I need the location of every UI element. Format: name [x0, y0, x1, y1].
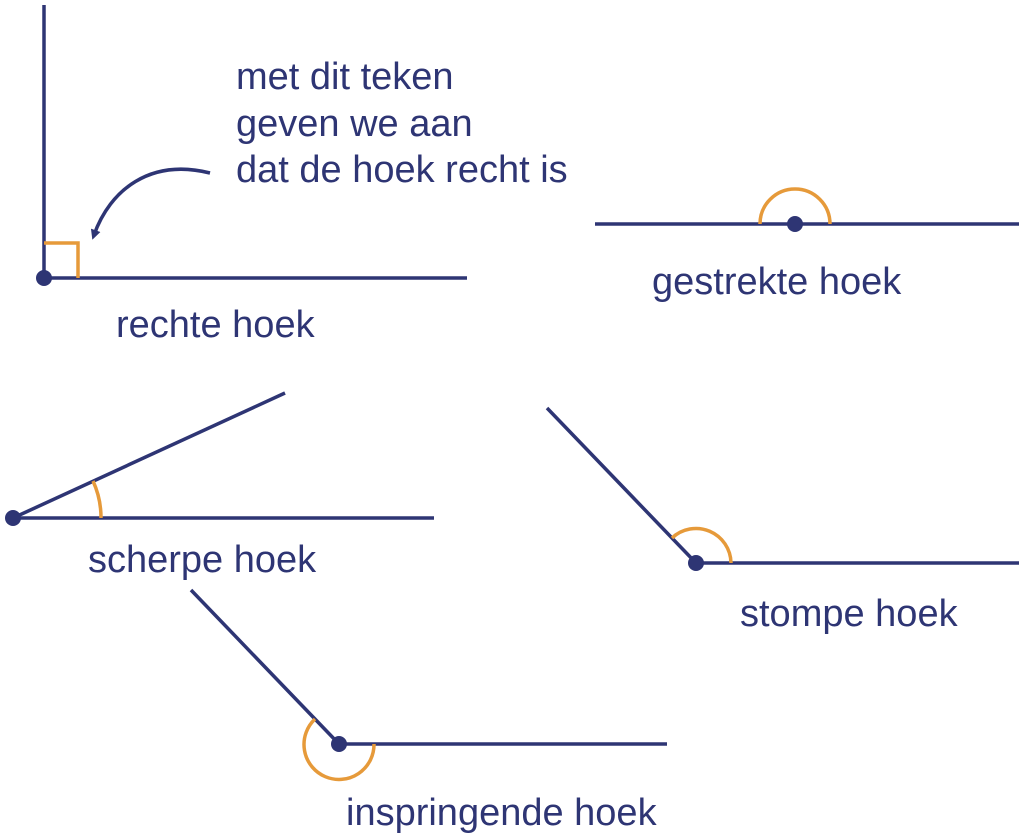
- acute-angle-label: scherpe hoek: [88, 539, 317, 581]
- straight-angle-arc: [758, 187, 832, 225]
- note-line-3: dat de hoek recht is: [236, 149, 568, 191]
- right-angle-vertex: [36, 270, 52, 286]
- note-line-2: geven we aan: [236, 103, 473, 145]
- reflex-angle-slanted-ray: [189, 588, 341, 746]
- reflex-angle-vertex: [331, 736, 347, 752]
- right-angle-label: rechte hoek: [116, 304, 316, 346]
- obtuse-angle: stompe hoek: [545, 406, 1019, 635]
- obtuse-angle-vertex: [688, 555, 704, 571]
- acute-angle: scherpe hoek: [5, 391, 434, 581]
- obtuse-angle-label: stompe hoek: [740, 593, 959, 635]
- reflex-angle-arc: [302, 717, 376, 782]
- note-line-1: met dit teken: [236, 56, 454, 98]
- obtuse-angle-slanted-ray: [545, 406, 698, 565]
- right-angle-marker: [44, 241, 80, 278]
- acute-angle-vertex: [5, 510, 21, 526]
- acute-angle-upper-ray: [12, 391, 286, 520]
- straight-angle: gestrekte hoek: [595, 187, 1019, 303]
- right-angle: rechte hoek: [36, 5, 467, 346]
- straight-angle-vertex: [787, 216, 803, 232]
- acute-angle-arc: [91, 480, 103, 519]
- obtuse-angle-arc: [670, 526, 733, 564]
- note-arrow: [90, 167, 211, 240]
- reflex-angle-label: inspringende hoek: [346, 792, 658, 834]
- straight-angle-label: gestrekte hoek: [652, 261, 902, 303]
- reflex-angle: inspringende hoek: [189, 588, 667, 834]
- right-angle-annotation: met dit teken geven we aan dat de hoek r…: [90, 56, 568, 240]
